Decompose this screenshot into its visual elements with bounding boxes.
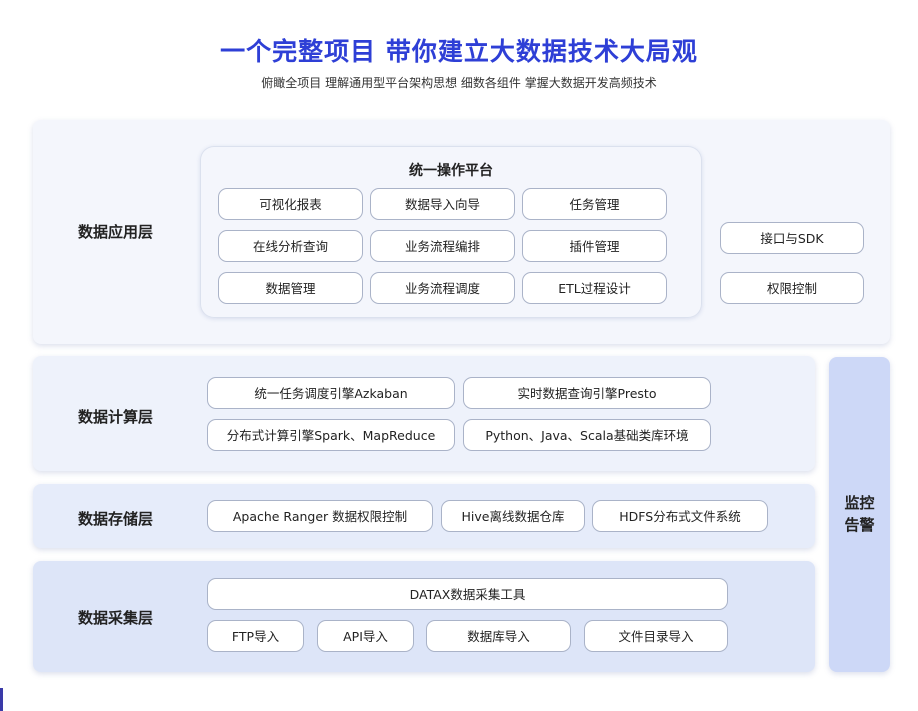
- storage-item-ranger[interactable]: Apache Ranger 数据权限控制: [207, 500, 433, 532]
- compute-item-libraries[interactable]: Python、Java、Scala基础类库环境: [463, 419, 711, 451]
- compute-layer-label: 数据计算层: [78, 408, 154, 426]
- side-item-api-sdk[interactable]: 接口与SDK: [720, 222, 864, 254]
- platform-item-visual-report[interactable]: 可视化报表: [218, 188, 363, 220]
- storage-item-hdfs[interactable]: HDFS分布式文件系统: [592, 500, 768, 532]
- platform-item-import-wizard[interactable]: 数据导入向导: [370, 188, 515, 220]
- unified-platform-title: 统一操作平台: [409, 163, 493, 179]
- collection-item-database[interactable]: 数据库导入: [426, 620, 571, 652]
- application-layer-label: 数据应用层: [78, 223, 154, 241]
- monitor-alert-label: 监控 告警: [829, 492, 890, 536]
- platform-item-task-management[interactable]: 任务管理: [522, 188, 667, 220]
- left-edge-accent: [0, 688, 3, 711]
- monitor-label-line2: 告警: [844, 516, 875, 534]
- monitor-alert-panel: [829, 357, 890, 672]
- platform-item-online-analysis[interactable]: 在线分析查询: [218, 230, 363, 262]
- page-title: 一个完整项目 带你建立大数据技术大局观: [220, 37, 698, 66]
- collection-item-file-directory[interactable]: 文件目录导入: [584, 620, 728, 652]
- compute-item-spark-mapreduce[interactable]: 分布式计算引擎Spark、MapReduce: [207, 419, 455, 451]
- platform-item-workflow-scheduling[interactable]: 业务流程调度: [370, 272, 515, 304]
- page-subtitle: 俯瞰全项目 理解通用型平台架构思想 细数各组件 掌握大数据开发高频技术: [261, 76, 657, 90]
- platform-item-data-management[interactable]: 数据管理: [218, 272, 363, 304]
- platform-item-workflow-orchestration[interactable]: 业务流程编排: [370, 230, 515, 262]
- collection-item-ftp[interactable]: FTP导入: [207, 620, 304, 652]
- side-item-permission-control[interactable]: 权限控制: [720, 272, 864, 304]
- platform-item-etl-design[interactable]: ETL过程设计: [522, 272, 667, 304]
- compute-item-presto[interactable]: 实时数据查询引擎Presto: [463, 377, 711, 409]
- monitor-label-line1: 监控: [844, 494, 875, 512]
- collection-tool-datax[interactable]: DATAX数据采集工具: [207, 578, 728, 610]
- compute-layer: [33, 356, 815, 471]
- collection-layer-label: 数据采集层: [78, 609, 154, 627]
- platform-item-plugin-management[interactable]: 插件管理: [522, 230, 667, 262]
- compute-item-azkaban[interactable]: 统一任务调度引擎Azkaban: [207, 377, 455, 409]
- storage-layer-label: 数据存储层: [78, 510, 154, 528]
- storage-item-hive[interactable]: Hive离线数据仓库: [441, 500, 585, 532]
- collection-item-api[interactable]: API导入: [317, 620, 414, 652]
